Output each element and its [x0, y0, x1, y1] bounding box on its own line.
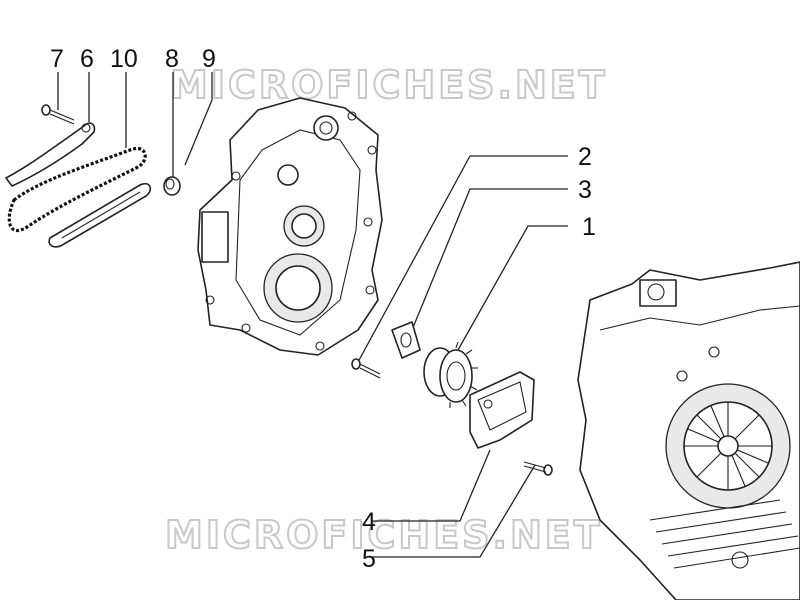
callout-3: 3: [578, 176, 592, 204]
part-2-bolt: [351, 358, 381, 379]
crankcase-bolt-bosses: [205, 111, 377, 351]
watermark-top: MICROFICHES.NET: [170, 63, 608, 107]
callout-1: 1: [582, 213, 596, 241]
part-7-screw: [41, 104, 75, 125]
leader-lines-right: [357, 155, 568, 558]
part-1-pump-gear: [423, 341, 478, 408]
gear-teeth: [449, 341, 478, 408]
pump-cover: [469, 371, 535, 449]
right-crankcase-half: [577, 261, 800, 600]
part-10-timing-chain: [7, 146, 147, 233]
callout-5: 5: [362, 545, 376, 573]
watermark-bottom: MICROFICHES.NET: [165, 513, 603, 557]
callout-7: 7: [50, 45, 64, 73]
callout-10: 10: [110, 45, 138, 73]
callout-2: 2: [578, 143, 592, 171]
cooling-fins: [649, 499, 800, 569]
part-3-gasket-plate: [391, 321, 421, 359]
callout-6: 6: [80, 45, 94, 73]
callout-9: 9: [202, 45, 216, 73]
left-crankcase-half: [197, 97, 383, 356]
callout-4: 4: [362, 508, 376, 536]
part-8-bushing: [163, 176, 181, 196]
part-5-cover-screw: [523, 461, 553, 476]
chain-guide: [48, 182, 152, 248]
callout-8: 8: [165, 45, 179, 73]
part-6-tensioner-shoe: [5, 122, 96, 187]
